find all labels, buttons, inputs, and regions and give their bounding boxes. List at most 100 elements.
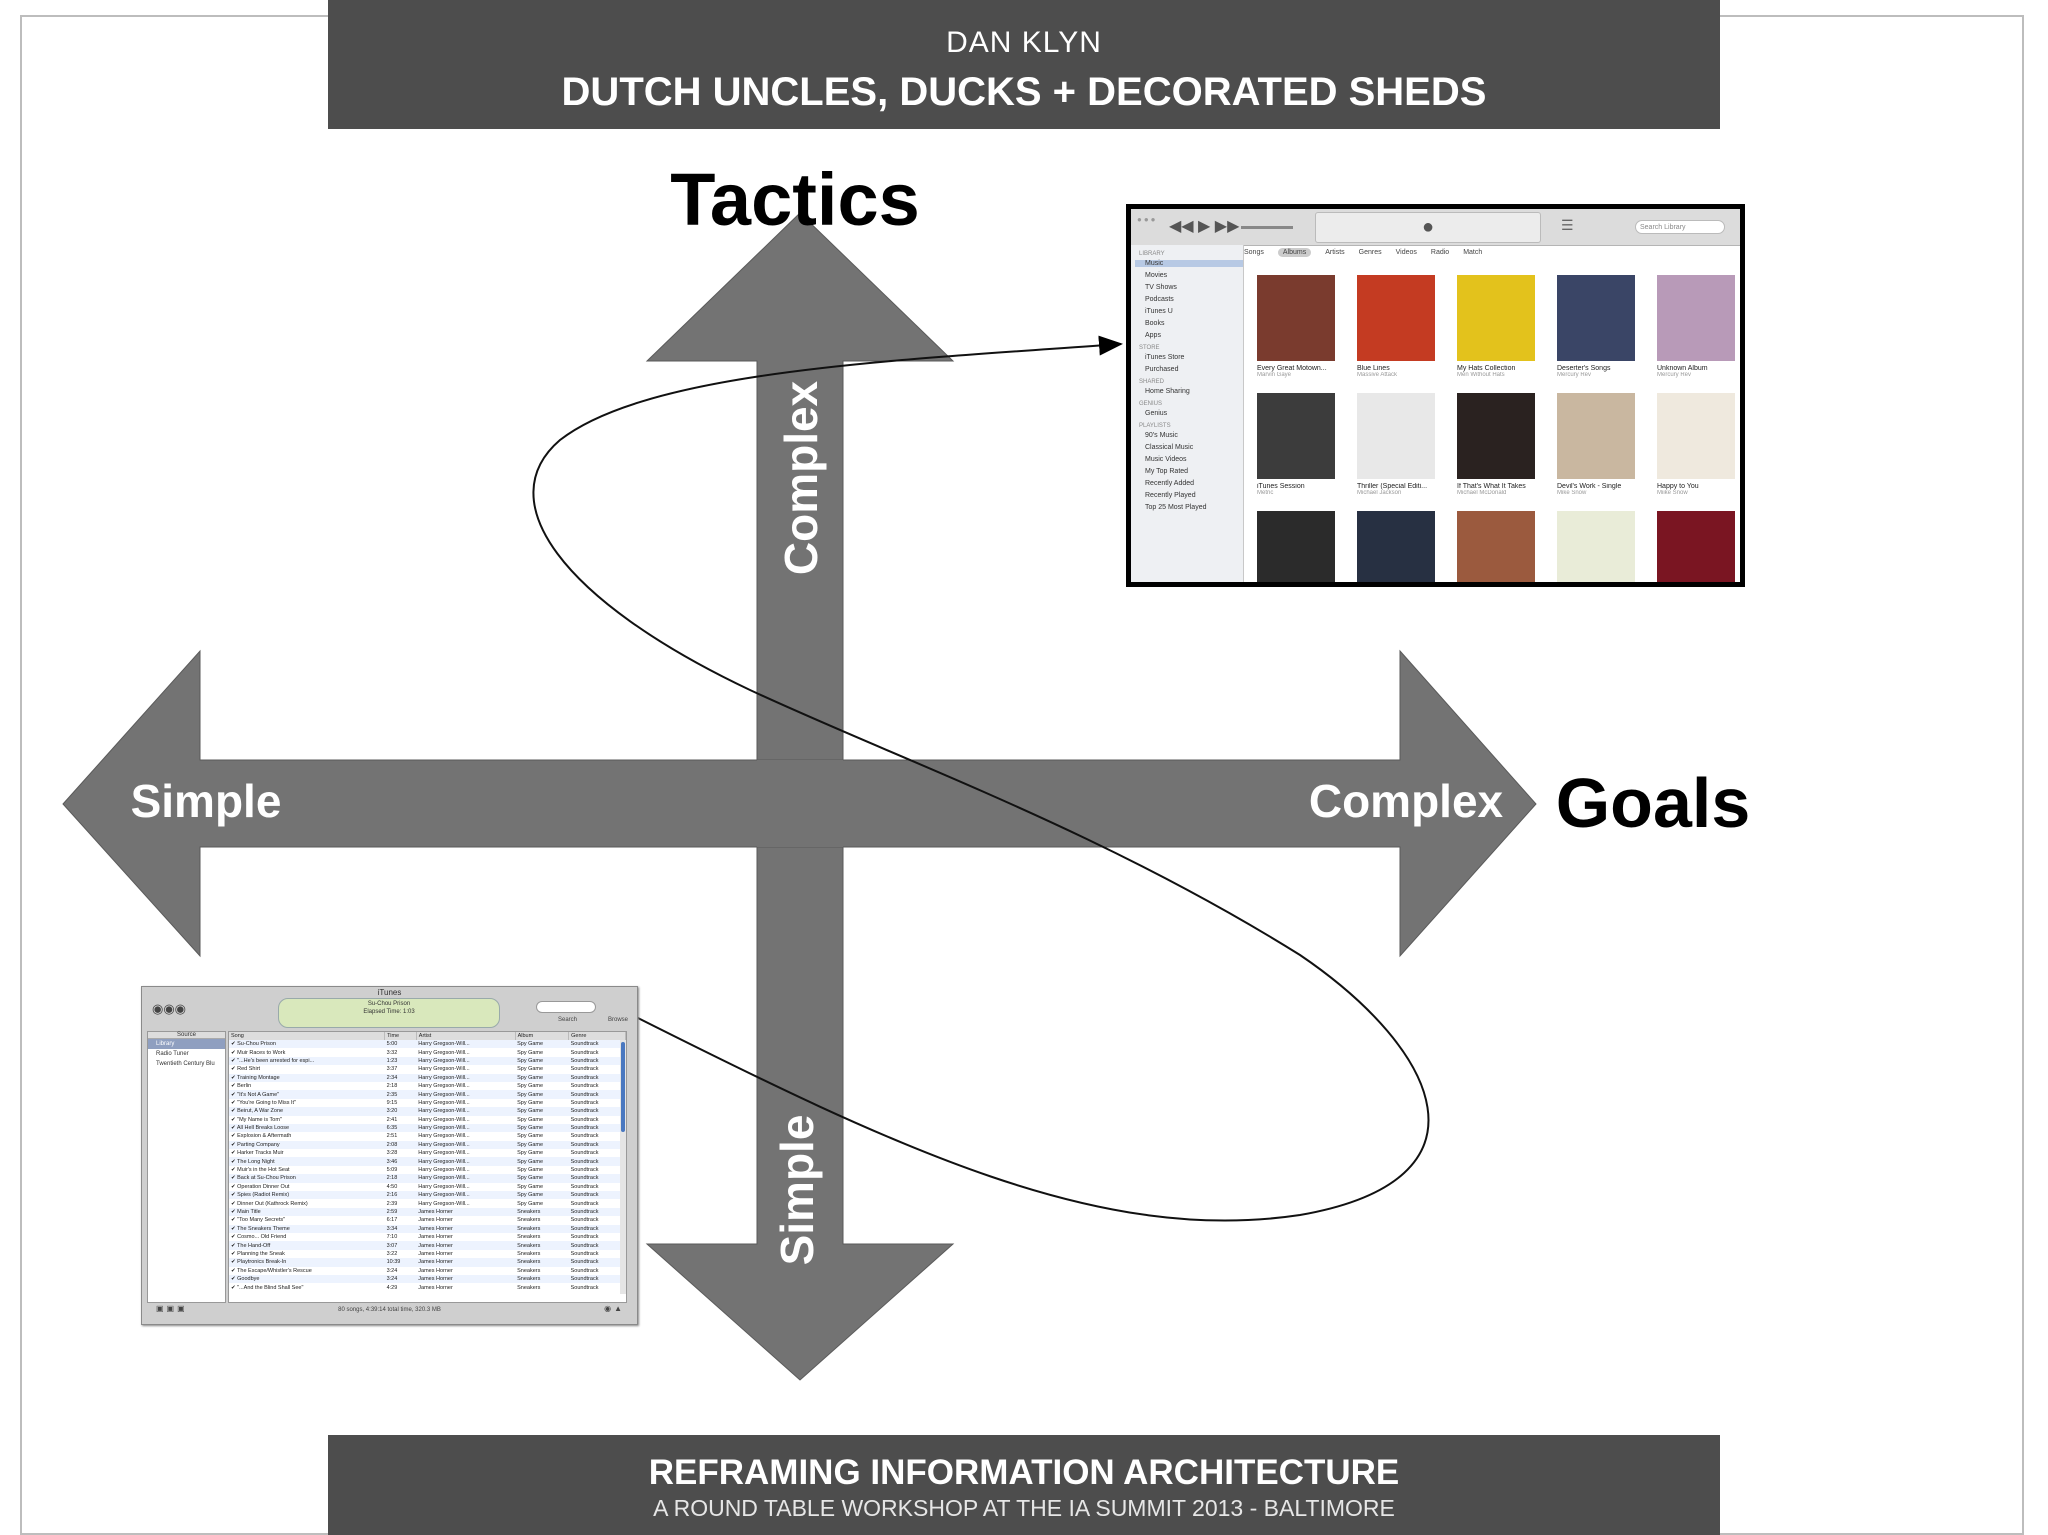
sidebar-item: Classical Music: [1145, 444, 1194, 451]
table-cell: ✔ The Hand-Off: [229, 1241, 385, 1250]
table-cell: 3:24: [384, 1274, 417, 1284]
sidebar-item: Movies: [1145, 272, 1168, 279]
table-cell: Spy Game: [515, 1174, 569, 1183]
album-name: If That's What It Takes: [1457, 483, 1526, 490]
table-cell: 2:59: [384, 1207, 417, 1217]
table-cell: ✔ Beirut, A War Zone: [229, 1107, 385, 1116]
sidebar-item: My Top Rated: [1145, 468, 1189, 475]
table-cell: Soundtrack: [570, 1183, 599, 1190]
table-cell: Harry Gregson-Will...: [416, 1174, 516, 1183]
table-cell: ✔ Cosmo... Old Friend: [231, 1234, 287, 1241]
table-cell: James Horner: [416, 1274, 516, 1284]
table-cell: ✔ Dinner Out (Kathrock Remix): [231, 1200, 308, 1207]
table-cell: James Horner: [416, 1224, 516, 1233]
table-cell: Sneakers: [515, 1241, 569, 1250]
album-name: iTunes Session: [1257, 483, 1305, 490]
album-artist: Mercury Rev: [1657, 372, 1692, 378]
table-cell: ✔ The Escape/Whistler's Rescue: [231, 1267, 312, 1274]
table-cell: Spy Game: [517, 1066, 544, 1073]
table-cell: 3:34: [384, 1224, 417, 1233]
table-cell: James Horner: [416, 1258, 516, 1267]
table-cell: ✔ All Hell Breaks Loose: [229, 1123, 385, 1133]
table-cell: 2:16: [384, 1191, 417, 1200]
bottom-left-buttons-icon: ▣▣▣: [156, 1304, 188, 1313]
table-cell: Sneakers: [515, 1207, 569, 1217]
album-cover: [1457, 393, 1535, 479]
table-cell: ✔ Berlin: [231, 1083, 252, 1090]
album-cover: [1257, 275, 1335, 361]
table-cell: Harry Gregson-Will...: [416, 1090, 516, 1099]
table-cell: Harry Gregson-Will...: [416, 1107, 516, 1116]
table-cell: 3:24: [386, 1267, 398, 1274]
footer-title: REFRAMING INFORMATION ARCHITECTURE: [648, 1453, 1400, 1492]
now-playing-display: Su-Chou Prison Elapsed Time: 1:03: [278, 998, 500, 1028]
view-tab: Match: [1463, 249, 1483, 256]
album-cover: [1657, 275, 1735, 361]
playback-controls-icon: ◀◀ ▶ ▶▶: [1169, 218, 1240, 235]
table-cell: 3:22: [386, 1250, 398, 1257]
source-item: Radio Tuner: [156, 1051, 189, 1057]
table-cell: ✔ Planning the Sneak: [231, 1250, 285, 1257]
table-cell: Soundtrack: [570, 1049, 599, 1056]
album-artist: Metric: [1257, 490, 1274, 496]
table-cell: Spy Game: [517, 1083, 544, 1090]
table-cell: 5:00: [384, 1040, 417, 1049]
table-cell: Soundtrack: [570, 1234, 599, 1241]
table-cell: Spy Game: [515, 1056, 569, 1066]
itunes-toolbar: ●●● ◀◀ ▶ ▶▶ ● ☰ Search Library: [1131, 209, 1740, 246]
sidebar-item: iTunes U: [1145, 308, 1173, 315]
source-header: Source: [148, 1032, 225, 1039]
table-cell: ✔ "...He's been arrested for espi...: [229, 1056, 385, 1066]
table-cell: Harry Gregson-Will...: [418, 1200, 470, 1207]
table-cell: Soundtrack: [568, 1123, 626, 1133]
table-cell: Spy Game: [515, 1107, 569, 1116]
table-cell: Soundtrack: [568, 1174, 626, 1183]
sidebar-item: Podcasts: [1145, 296, 1174, 303]
table-cell: Soundtrack: [570, 1066, 599, 1073]
table-cell: Harry Gregson-Will...: [418, 1183, 470, 1190]
table-cell: James Horner: [416, 1241, 516, 1250]
sidebar-item: Purchased: [1145, 366, 1179, 373]
table-cell: Spy Game: [517, 1133, 544, 1140]
column-header: Time: [384, 1032, 417, 1040]
library-status: 80 songs, 4:39:14 total time, 320.3 MB: [338, 1307, 441, 1313]
table-cell: Soundtrack: [570, 1083, 599, 1090]
table-cell: Sneakers: [517, 1284, 541, 1291]
table-cell: Soundtrack: [570, 1217, 599, 1224]
table-cell: Spy Game: [515, 1073, 569, 1082]
table-cell: Spy Game: [515, 1040, 569, 1049]
table-cell: 4:29: [386, 1284, 398, 1291]
table-cell: 3:20: [384, 1107, 417, 1116]
table-cell: Soundtrack: [570, 1167, 599, 1174]
table-cell: ✔ Red Shirt: [231, 1066, 261, 1073]
table-cell: James Horner: [418, 1234, 453, 1241]
column-header: Album: [515, 1032, 570, 1040]
table-cell: ✔ Main Title: [229, 1207, 385, 1217]
table-cell: 2:51: [386, 1133, 398, 1140]
sidebar-item: Music Videos: [1145, 456, 1187, 463]
album-tile: [1457, 511, 1535, 582]
bottom-right-buttons-icon: ◉▲: [604, 1304, 625, 1313]
footer-banner: REFRAMING INFORMATION ARCHITECTURE A ROU…: [328, 1435, 1720, 1535]
album-tile: [1257, 511, 1335, 582]
sidebar-item: iTunes Store: [1145, 354, 1185, 361]
table-cell: Sneakers: [517, 1234, 541, 1241]
